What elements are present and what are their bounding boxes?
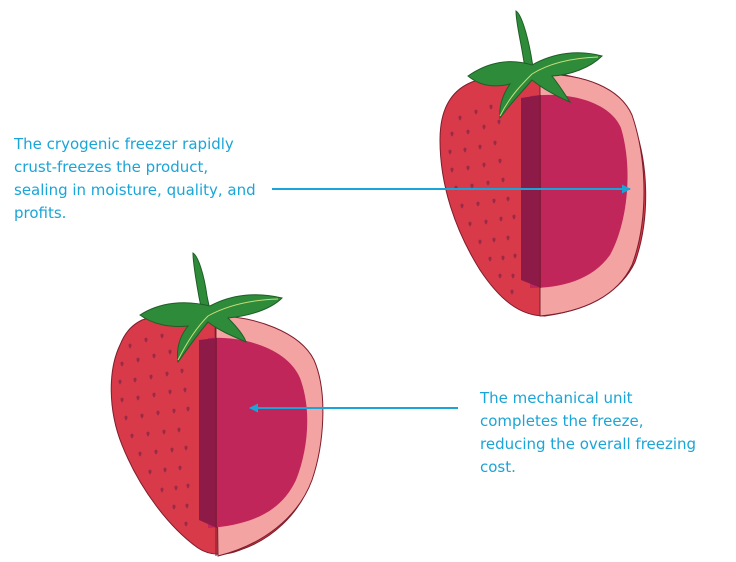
caption-line: The cryogenic freezer rapidly xyxy=(14,133,306,156)
strawberry-top xyxy=(440,11,646,316)
mechanical-caption: The mechanical unit completes the freeze… xyxy=(480,387,732,479)
caption-line: reducing the overall freezing xyxy=(480,433,732,456)
caption-line: sealing in moisture, quality, and xyxy=(14,179,306,202)
caption-line: profits. xyxy=(14,202,306,225)
cryogenic-caption: The cryogenic freezer rapidly crust-free… xyxy=(14,133,306,225)
caption-line: cost. xyxy=(480,456,732,479)
caption-line: The mechanical unit xyxy=(480,387,732,410)
caption-line: completes the freeze, xyxy=(480,410,732,433)
strawberry-bottom xyxy=(111,253,323,556)
caption-line: crust-freezes the product, xyxy=(14,156,306,179)
